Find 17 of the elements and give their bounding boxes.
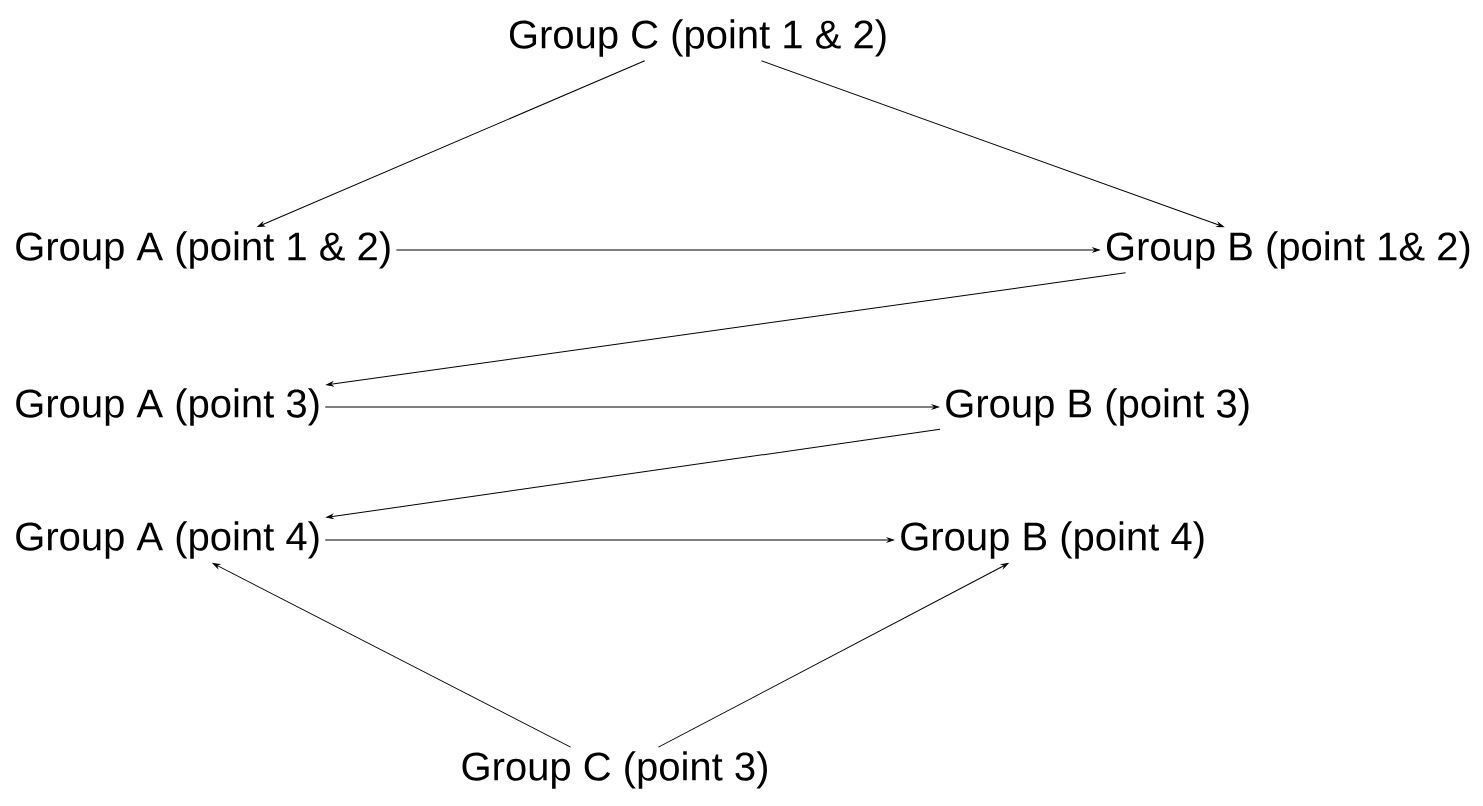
arrow xyxy=(257,60,646,228)
arrow xyxy=(395,247,1100,253)
node-label: Group A (point 4) xyxy=(16,521,319,559)
arrow xyxy=(324,404,939,410)
node-label: Group B (point 4) xyxy=(901,521,1204,559)
arrow xyxy=(657,563,1009,748)
arrow xyxy=(326,428,941,519)
arrow xyxy=(212,563,572,748)
arrow xyxy=(761,60,1224,228)
arrow xyxy=(324,537,894,543)
node-label: Group C (point 1 & 2) xyxy=(509,19,886,57)
node-label: Group A (point 1 & 2) xyxy=(16,231,390,269)
node-label: Group C (point 3) xyxy=(462,751,767,789)
arrow xyxy=(326,272,1127,387)
node-label: Group B (point 1& 2) xyxy=(1106,231,1470,269)
node-label: Group A (point 3) xyxy=(16,388,319,426)
node-label: Group B (point 3) xyxy=(946,388,1249,426)
